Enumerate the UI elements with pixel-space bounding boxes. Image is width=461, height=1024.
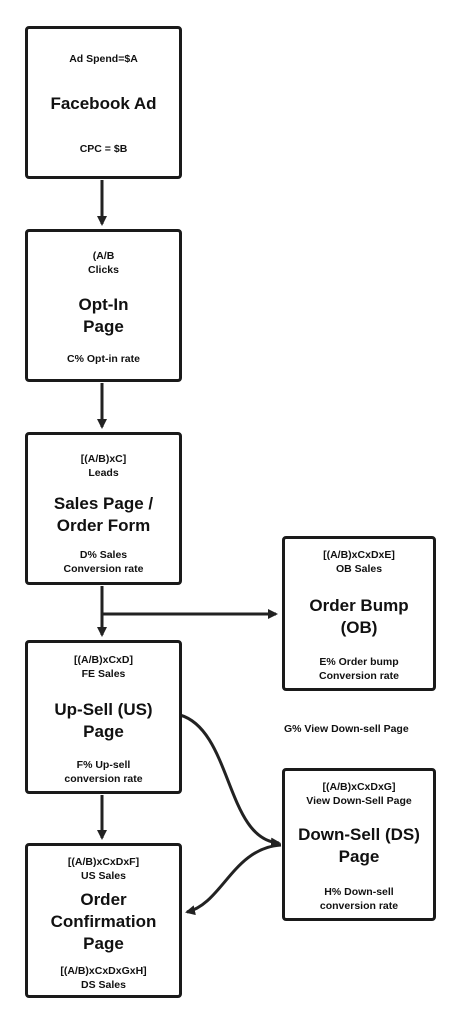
sales-page-node: [(A/B)xC] Leads Sales Page / Order Form … bbox=[25, 432, 182, 585]
ob-formula: [(A/B)xCxDxE] bbox=[323, 549, 395, 561]
ob-rate-line1: E% Order bump bbox=[319, 656, 399, 668]
upsell-rate-line2: conversion rate bbox=[64, 773, 143, 785]
confirmation-title-line2: Confirmation bbox=[50, 912, 157, 931]
arrow-upsell-to-downsell bbox=[179, 713, 281, 848]
ob-rate-line2: Conversion rate bbox=[319, 670, 399, 682]
clicks-formula: (A/B bbox=[92, 250, 115, 262]
upsell-title-line1: Up-Sell (US) bbox=[54, 700, 153, 719]
sales-page-title-line2: Order Form bbox=[56, 516, 151, 535]
ds-sales-label: DS Sales bbox=[81, 979, 126, 991]
confirmation-title-line3: Page bbox=[83, 934, 124, 953]
cpc-label: CPC = $B bbox=[79, 143, 128, 155]
ds-view-label: View Down-Sell Page bbox=[306, 795, 412, 807]
us-sales-label: US Sales bbox=[81, 870, 126, 882]
leads-formula: [(A/B)xC] bbox=[80, 453, 127, 465]
sales-page-title-line1: Sales Page / bbox=[53, 494, 154, 513]
us-formula: [(A/B)xCxDxF] bbox=[67, 856, 140, 868]
ob-sales-label: OB Sales bbox=[335, 563, 383, 575]
order-bump-title-line1: Order Bump bbox=[309, 596, 409, 615]
ad-spend-label: Ad Spend=$A bbox=[69, 53, 138, 65]
downsell-page-node: [(A/B)xCxDxG] View Down-Sell Page Down-S… bbox=[282, 768, 436, 921]
order-bump-node: [(A/B)xCxDxE] OB Sales Order Bump (OB) E… bbox=[282, 536, 436, 691]
ds-sales-formula: [(A/B)xCxDxGxH] bbox=[60, 965, 147, 977]
opt-in-rate: C% Opt-in rate bbox=[67, 353, 140, 365]
fe-sales-label: FE Sales bbox=[81, 668, 126, 680]
ds-view-formula: [(A/B)xCxDxG] bbox=[322, 781, 396, 793]
opt-in-page-node: (A/B Clicks Opt-In Page C% Opt-in rate bbox=[25, 229, 182, 382]
view-downsell-label: G% View Down-sell Page bbox=[284, 723, 409, 735]
downsell-rate-line2: conversion rate bbox=[319, 900, 399, 912]
confirmation-title-line1: Order bbox=[80, 890, 127, 909]
leads-label: Leads bbox=[88, 467, 119, 479]
facebook-ad-node: Ad Spend=$A Facebook Ad CPC = $B bbox=[25, 26, 182, 179]
arrow-downsell-to-confirmation bbox=[185, 843, 282, 916]
fe-formula: [(A/B)xCxD] bbox=[74, 654, 133, 666]
opt-in-title-line1: Opt-In bbox=[78, 295, 129, 314]
downsell-rate-line1: H% Down-sell bbox=[324, 886, 394, 898]
facebook-ad-title: Facebook Ad bbox=[50, 94, 157, 113]
sales-rate-line1: D% Sales bbox=[79, 549, 128, 561]
order-confirmation-node: [(A/B)xCxDxF] US Sales Order Confirmatio… bbox=[25, 843, 182, 998]
downsell-title-line2: Page bbox=[338, 847, 380, 866]
downsell-title-line1: Down-Sell (DS) bbox=[298, 825, 420, 844]
upsell-title-line2: Page bbox=[83, 722, 124, 741]
sales-rate-line2: Conversion rate bbox=[63, 563, 144, 575]
opt-in-title-line2: Page bbox=[83, 317, 124, 336]
upsell-page-node: [(A/B)xCxD] FE Sales Up-Sell (US) Page F… bbox=[25, 640, 182, 794]
order-bump-title-line2: (OB) bbox=[340, 618, 378, 637]
upsell-rate-line1: F% Up-sell bbox=[76, 759, 131, 771]
clicks-label: Clicks bbox=[88, 264, 119, 276]
